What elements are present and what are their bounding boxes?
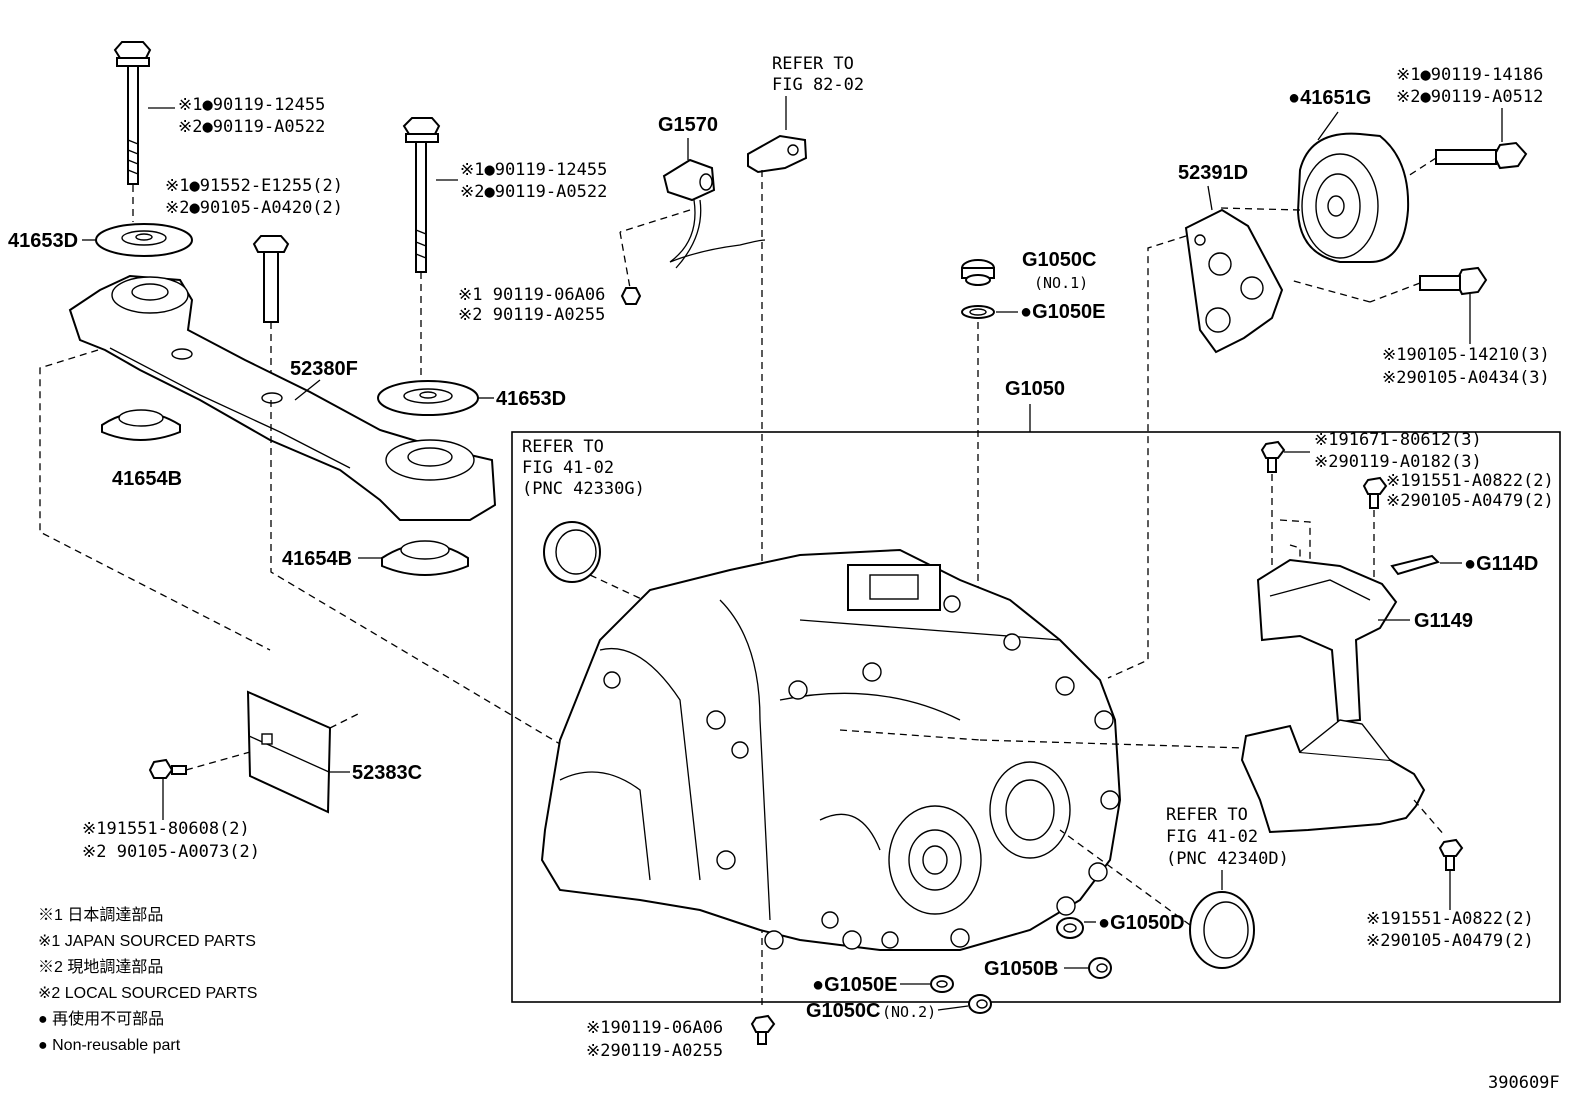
label-52380f: 52380F: [290, 358, 358, 380]
callout-bolt-c-2: ※2●90119-A0522: [460, 182, 607, 202]
refer-82-line-1: REFER TO: [772, 54, 854, 74]
label-41654b-left: 41654B: [112, 468, 182, 490]
label-52383c: 52383C: [352, 762, 422, 784]
refer-41a-line-3: (PNC 42330G): [522, 479, 645, 499]
callout-bolt-j-2: ※290105-A0479(2): [1366, 931, 1534, 951]
washer-41653d-right: [377, 380, 479, 416]
bolt-j: [1438, 838, 1464, 871]
gasket-g1050d: [1056, 917, 1084, 939]
callout-bolt-h-2: ※290119-A0182(3): [1314, 452, 1482, 472]
label-g1050b: G1050B: [984, 958, 1059, 980]
label-41653d-left: 41653D: [8, 230, 78, 252]
bolt-k: [750, 1014, 776, 1045]
refer-41b-line-1: REFER TO: [1166, 805, 1248, 825]
refer-41a-line-1: REFER TO: [522, 437, 604, 457]
callout-bolt-j-1: ※191551-A0822(2): [1366, 909, 1534, 929]
housing-bolt-heads: [603, 595, 1120, 950]
callout-bolt-g-2: ※290105-A0434(3): [1382, 368, 1550, 388]
callout-bolt-g-1: ※190105-14210(3): [1382, 345, 1550, 365]
figure-id: 390609F: [1488, 1073, 1560, 1093]
callout-bolt-f-2: ※2●90119-A0512: [1396, 87, 1543, 107]
label-g1050e-bottom: ●G1050E: [812, 974, 897, 996]
bolt-h: [1260, 440, 1286, 473]
drain-plug-g1050c-no1: [961, 259, 995, 286]
label-g1050c-top: G1050C: [1022, 249, 1097, 271]
label-g1149: G1149: [1414, 610, 1473, 632]
label-41654b-right: 41654B: [282, 548, 352, 570]
long-bolt-left: [113, 41, 152, 185]
callout-bolt-b-1: ※1●91552-E1255(2): [165, 176, 343, 196]
legend-line-3: ※2 現地調達部品: [38, 958, 163, 976]
callout-bolt-a-1: ※1●90119-12455: [178, 95, 325, 115]
clip-g114d: [1390, 554, 1440, 576]
plate-52383c: [246, 690, 332, 814]
short-bolt: [252, 235, 290, 323]
callout-bolt-e-2: ※2 90119-A0255: [458, 305, 605, 325]
legend-line-1: ※1 日本調達部品: [38, 906, 163, 924]
cushion-41654b-left: [101, 409, 181, 441]
bolt-g: [1419, 266, 1488, 296]
bolt-sensor: [620, 287, 642, 305]
label-g1050c-bottom: G1050C: [806, 1000, 881, 1022]
callout-bolt-a-2: ※2●90119-A0522: [178, 117, 325, 137]
sensor-bracket: [747, 134, 808, 174]
transaxle-box: [511, 431, 1561, 1003]
washer-41653d-left: [95, 223, 193, 257]
callout-bolt-k-2: ※290119-A0255: [586, 1041, 723, 1061]
plug-g1050b: [1088, 957, 1112, 979]
label-52391d: 52391D: [1178, 162, 1248, 184]
callout-bolt-d-2: ※2 90105-A0073(2): [82, 842, 260, 862]
refer-41b-line-2: FIG 41-02: [1166, 827, 1258, 847]
label-g1050e-top: ●G1050E: [1020, 301, 1105, 323]
bracket-52391d: [1184, 208, 1284, 354]
bolt-small-left: [148, 758, 187, 779]
callout-bolt-e-1: ※1 90119-06A06: [458, 285, 605, 305]
bracket-52380f: [68, 274, 497, 521]
callout-bolt-h-1: ※191671-80612(3): [1314, 430, 1482, 450]
label-41651g: ●41651G: [1288, 87, 1371, 109]
legend-line-5: ● 再使用不可部品: [38, 1010, 164, 1028]
refer-82-line-2: FIG 82-02: [772, 75, 864, 95]
callout-bolt-d-1: ※191551-80608(2): [82, 819, 250, 839]
bolt-i: [1362, 476, 1388, 509]
cushion-41654b-right: [381, 540, 469, 576]
refer-41b-line-3: (PNC 42340D): [1166, 849, 1289, 869]
label-g1050c-no2: (NO.2): [882, 1003, 936, 1021]
oil-seal-left: [543, 521, 601, 583]
refer-41a-line-2: FIG 41-02: [522, 458, 614, 478]
callout-bolt-i-1: ※191551-A0822(2): [1386, 471, 1554, 491]
callout-bolt-b-2: ※2●90105-A0420(2): [165, 198, 343, 218]
sensor-g1570: [662, 158, 766, 269]
gasket-g1050e-bottom: [930, 975, 954, 993]
legend-line-2: ※1 JAPAN SOURCED PARTS: [38, 933, 256, 950]
label-g1050d: ●G1050D: [1098, 912, 1185, 934]
label-41653d-right: 41653D: [496, 388, 566, 410]
callout-bolt-c-1: ※1●90119-12455: [460, 160, 607, 180]
label-g1050c-no1: (NO.1): [1034, 274, 1088, 292]
legend-line-6: ● Non-reusable part: [38, 1037, 181, 1054]
long-bolt-center: [402, 117, 441, 273]
callout-bolt-i-2: ※290105-A0479(2): [1386, 491, 1554, 511]
bolt-f: [1435, 141, 1528, 170]
label-g1570: G1570: [658, 114, 718, 136]
label-g1050: G1050: [1005, 378, 1065, 400]
gasket-g1050e-top: [961, 305, 995, 319]
bracket-g1149: [1240, 558, 1426, 834]
oil-seal-right: [1189, 891, 1255, 969]
transaxle-housing: [540, 548, 1122, 951]
legend-line-4: ※2 LOCAL SOURCED PARTS: [38, 985, 257, 1002]
callout-bolt-f-1: ※1●90119-14186: [1396, 65, 1543, 85]
label-g114d: ●G114D: [1464, 553, 1538, 575]
plug-g1050c-no2: [968, 994, 992, 1014]
mount-41651g: [1296, 132, 1410, 263]
callout-bolt-k-1: ※190119-06A06: [586, 1018, 723, 1038]
